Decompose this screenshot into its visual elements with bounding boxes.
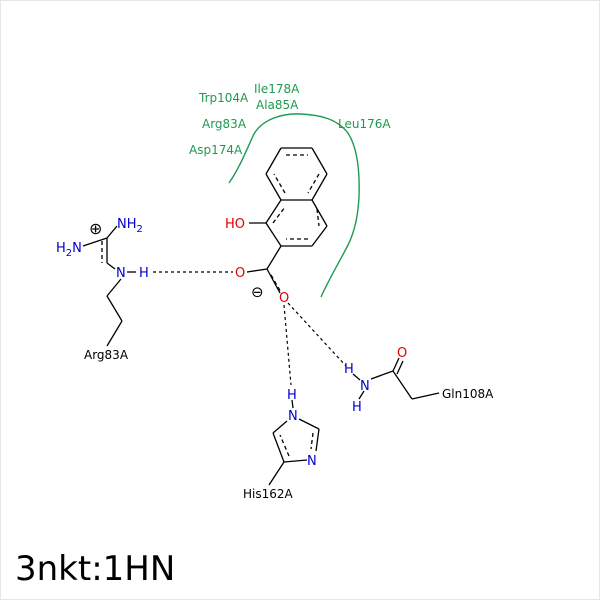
arg83-h2n: H2N <box>56 241 82 259</box>
ligand-hydroxyl-label: HO <box>225 217 245 232</box>
residue-label-ile178a: Ile178A <box>254 82 300 96</box>
ligand-oxygen-1: O <box>235 266 245 281</box>
gln108-nitrogen: N <box>360 379 370 394</box>
his162-hydrogen: H <box>287 388 297 403</box>
gln108-hydrogen-bottom: H <box>352 400 362 415</box>
hbond-gln108-ligand <box>287 302 347 367</box>
residue-label-trp104a: Trp104A <box>198 91 249 105</box>
hydrophobic-contact-arc <box>228 113 360 298</box>
ligand-charge-minus: ⊖ <box>251 283 264 301</box>
arg83-nh2-top: NH2 <box>117 217 143 235</box>
structure-title: 3nkt:1HN <box>15 549 176 589</box>
his162-label: His162A <box>243 487 294 501</box>
residue-label-arg83a-hydrophobic: Arg83A <box>202 117 247 131</box>
his162-nitrogen-1: N <box>288 409 298 424</box>
arg83-charge-plus: ⊕ <box>89 219 102 238</box>
arg83-hydrogen: H <box>139 266 149 281</box>
gln108-label: Gln108A <box>442 387 494 401</box>
residue-gln108a <box>352 357 440 400</box>
hbond-his162-ligand <box>283 304 292 386</box>
gln108-oxygen: O <box>397 346 407 361</box>
residue-label-ala85a: Ala85A <box>256 98 299 112</box>
ligand-naphthalene <box>246 147 328 295</box>
his162-nitrogen-2: N <box>307 454 317 469</box>
arg83-label: Arg83A <box>84 348 129 362</box>
residue-arg83a <box>82 225 123 347</box>
residue-his162a <box>268 399 320 486</box>
ligand-oxygen-2: O <box>279 291 289 306</box>
residue-label-leu176a: Leu176A <box>338 117 391 131</box>
arg83-nitrogen: N <box>116 266 126 281</box>
residue-label-asp174a: Asp174A <box>189 143 243 157</box>
gln108-hydrogen-top: H <box>344 362 354 377</box>
